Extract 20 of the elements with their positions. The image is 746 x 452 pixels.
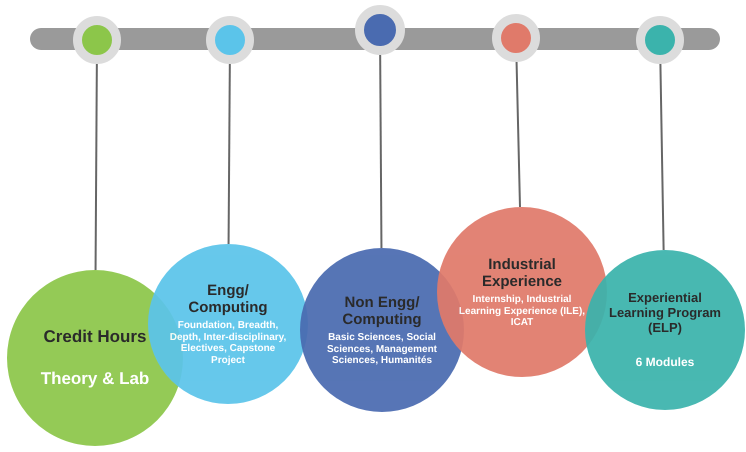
circle-marker — [355, 5, 405, 55]
hanging-string — [659, 64, 665, 250]
circle-heading: Non Engg/ Computing — [341, 294, 423, 328]
hanging-string — [94, 64, 98, 270]
hanging-string — [228, 64, 231, 244]
circle-marker — [492, 14, 540, 62]
circle-description: Theory & Lab — [40, 369, 150, 389]
circle-heading: Credit Hours — [42, 327, 148, 347]
circle-heading: Industrial Experience — [480, 256, 564, 290]
circle-marker — [636, 16, 684, 64]
circle-marker — [206, 16, 254, 64]
circle-description: Internship, Industrial Learning Experience (ILE), ICAT — [458, 294, 586, 328]
circle-description: Basic Sciences, Social Sciences, Management Sciences, Humanités — [326, 332, 438, 366]
circle-description: Foundation, Breadth, Depth, Inter-disciplinary, Electives, Capstone Project — [169, 320, 287, 366]
circle-marker — [73, 16, 121, 64]
circle-heading: Experiential Learning Program (ELP) — [608, 290, 722, 336]
hanging-string — [516, 62, 521, 208]
hanging-string — [379, 55, 382, 248]
circle-heading: Engg/ Computing — [187, 282, 269, 316]
circle-description: 6 Modules — [634, 356, 696, 370]
